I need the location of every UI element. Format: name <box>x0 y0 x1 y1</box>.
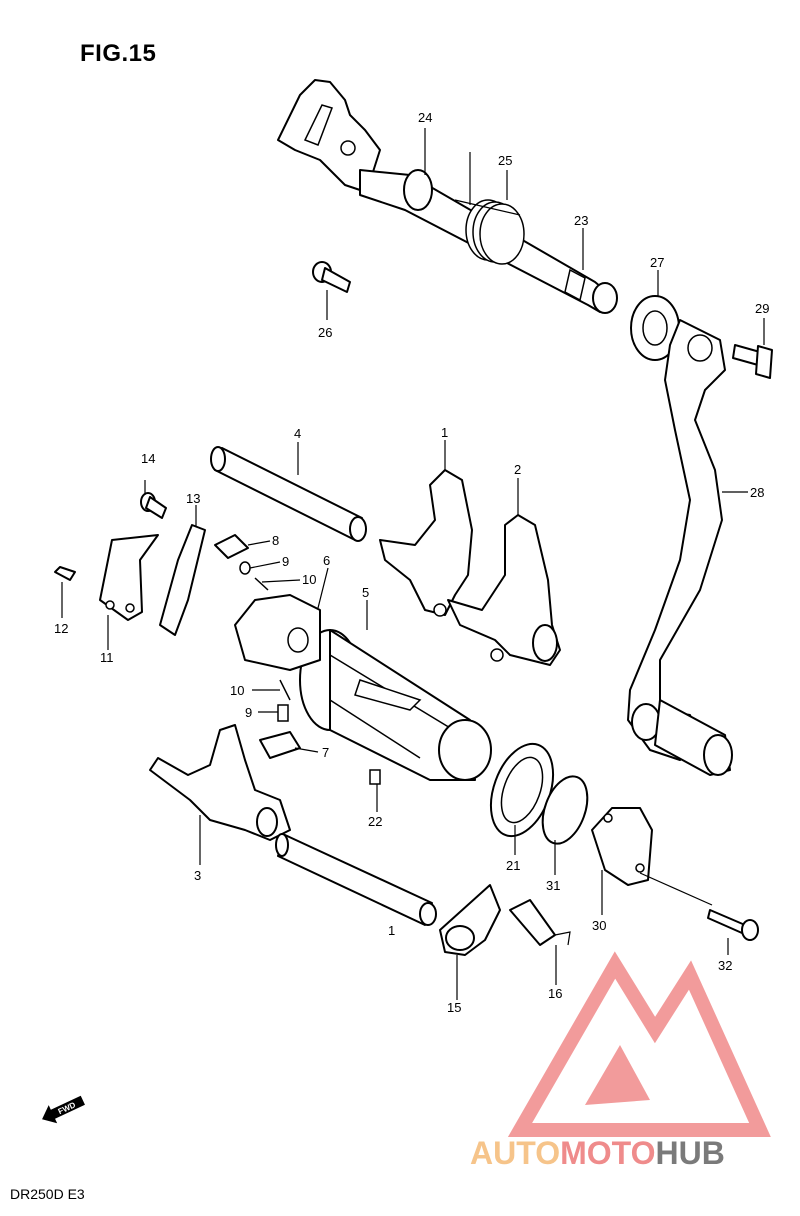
screw-14 <box>140 492 167 519</box>
callout-1-upper: 1 <box>441 425 448 440</box>
callout-15: 15 <box>447 1000 461 1015</box>
spring-10-lower <box>279 679 291 701</box>
callout-31: 31 <box>546 878 560 893</box>
pin-9-upper <box>239 561 251 575</box>
cam-guide-plate <box>99 534 159 621</box>
callout-6: 6 <box>323 553 330 568</box>
cam-guide-7 <box>259 731 301 759</box>
o-ring <box>541 775 589 845</box>
callout-1-lower: 1 <box>388 923 395 938</box>
spring-10-upper <box>254 577 269 591</box>
gear-shift-cam <box>299 629 492 781</box>
callout-labels: 24 25 23 27 29 26 28 4 1 2 14 13 8 9 10 … <box>54 110 769 1015</box>
callout-7: 7 <box>322 745 329 760</box>
watermark-text: AUTOMOTOHUB <box>470 1135 725 1172</box>
callout-26: 26 <box>318 325 332 340</box>
gear-shift-lever <box>627 319 733 776</box>
callout-29: 29 <box>755 301 769 316</box>
gear-shift-fork-1 <box>379 469 473 617</box>
gear-shift-fork-shaft-lower <box>275 833 437 926</box>
figure-title: FIG.15 <box>80 40 157 67</box>
callout-32: 32 <box>718 958 732 973</box>
cam-stopper-spring <box>509 899 571 946</box>
cam-driven-gear <box>234 594 321 671</box>
callout-5: 5 <box>362 585 369 600</box>
callout-30: 30 <box>592 918 606 933</box>
watermark-auto: AUTO <box>470 1135 561 1171</box>
callout-2: 2 <box>514 462 521 477</box>
cover-screw <box>707 909 759 941</box>
callout-9-lower: 9 <box>245 705 252 720</box>
callout-4: 4 <box>294 426 301 441</box>
cam-stopper <box>439 884 501 956</box>
model-code: DR250D E3 <box>10 1186 85 1202</box>
gear-shift-fork-2 <box>447 514 561 666</box>
callout-10-upper: 10 <box>302 572 316 587</box>
screw-12 <box>54 566 76 581</box>
pawl-lifter <box>159 524 206 636</box>
fwd-label: FWD <box>57 1100 78 1116</box>
callout-24: 24 <box>418 110 432 125</box>
pin-9-lower <box>277 704 289 722</box>
watermark-moto: MOTO <box>560 1135 656 1171</box>
callout-10-lower: 10 <box>230 683 244 698</box>
gear-shift-cam-cover <box>591 807 653 886</box>
callout-11: 11 <box>100 650 114 665</box>
callout-14: 14 <box>141 451 155 466</box>
callout-27: 27 <box>650 255 664 270</box>
callout-13: 13 <box>186 491 200 506</box>
forward-arrow: FWD <box>42 1095 85 1124</box>
callout-9-upper: 9 <box>282 554 289 569</box>
return-spring <box>454 152 525 265</box>
gear-shift-fork-shaft-upper <box>210 446 367 542</box>
oil-seal <box>630 295 680 361</box>
callout-28: 28 <box>750 485 764 500</box>
pin-22 <box>369 769 381 785</box>
automotohub-logo-icon <box>507 951 771 1137</box>
gear-shift-fork-3 <box>149 724 291 841</box>
cam-stopper-8 <box>214 534 249 559</box>
callout-22: 22 <box>368 814 382 829</box>
callout-23: 23 <box>574 213 588 228</box>
callout-25: 25 <box>498 153 512 168</box>
callout-3: 3 <box>194 868 201 883</box>
watermark-hub: HUB <box>655 1135 725 1171</box>
washer <box>489 742 555 838</box>
callout-12: 12 <box>54 621 68 636</box>
callout-8: 8 <box>272 533 279 548</box>
stopper-bolt <box>312 261 351 293</box>
callout-21: 21 <box>506 858 520 873</box>
leader-lines <box>61 128 765 1000</box>
callout-16: 16 <box>548 986 562 1001</box>
lever-bolt <box>732 344 773 379</box>
